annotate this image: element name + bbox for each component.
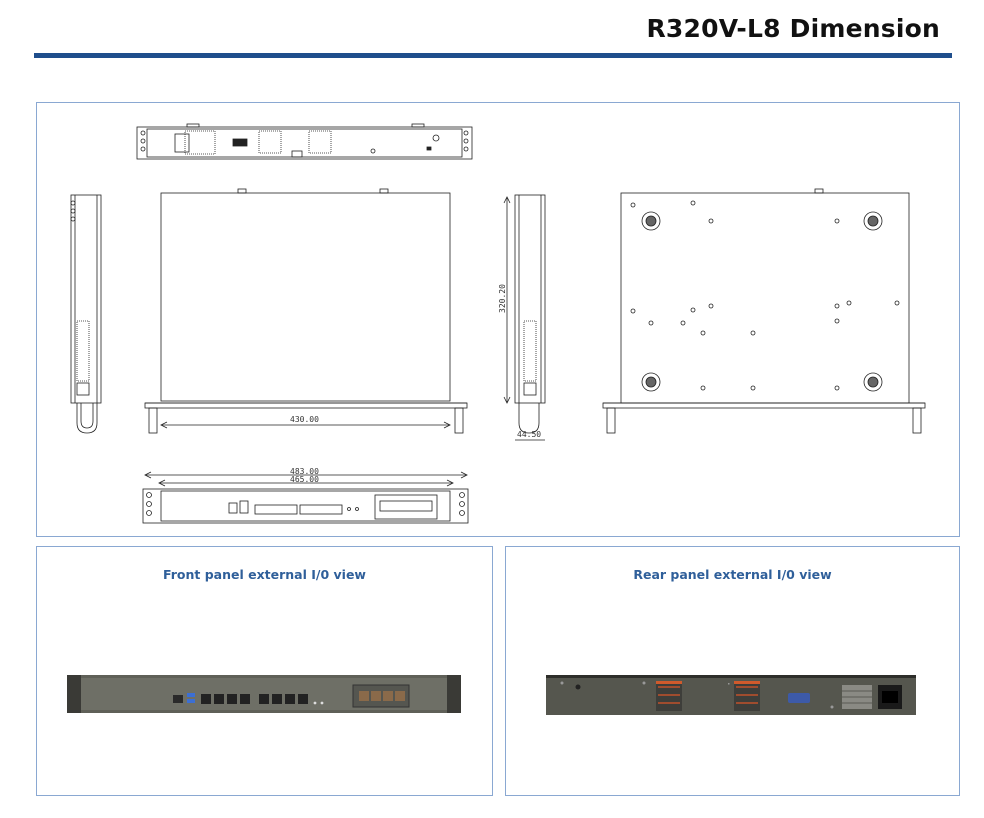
dim-width-label: 430.00 — [290, 415, 319, 424]
front-panel-heading: Front panel external I/0 view — [163, 567, 366, 582]
rear-panel-photo — [546, 675, 916, 715]
rear-panel-heading: Rear panel external I/0 view — [633, 567, 832, 582]
rear-outline-view — [136, 123, 473, 160]
title-rule — [34, 53, 952, 58]
rear-panel-view-panel: Rear panel external I/0 view — [505, 546, 960, 796]
front-panel-photo — [67, 675, 461, 713]
dimension-drawing: 430.00 320.20 44.50 — [70, 123, 926, 524]
front-outline-view — [142, 471, 469, 524]
page-title: R320V-L8 Dimension — [646, 14, 940, 43]
front-panel-view-panel: Front panel external I/0 view — [36, 546, 493, 796]
right-side-view — [503, 194, 546, 441]
dimension-drawing-panel: 430.00 320.20 44.50 — [36, 102, 960, 537]
dim-inner-width-label: 465.00 — [290, 475, 319, 484]
dim-height-label: 44.50 — [517, 430, 541, 439]
bottom-view — [602, 188, 926, 434]
dim-total-width-label: 483.00 — [290, 467, 319, 476]
top-plan-view — [144, 188, 468, 434]
dim-depth-label: 320.20 — [498, 284, 507, 313]
left-side-view — [70, 194, 102, 434]
